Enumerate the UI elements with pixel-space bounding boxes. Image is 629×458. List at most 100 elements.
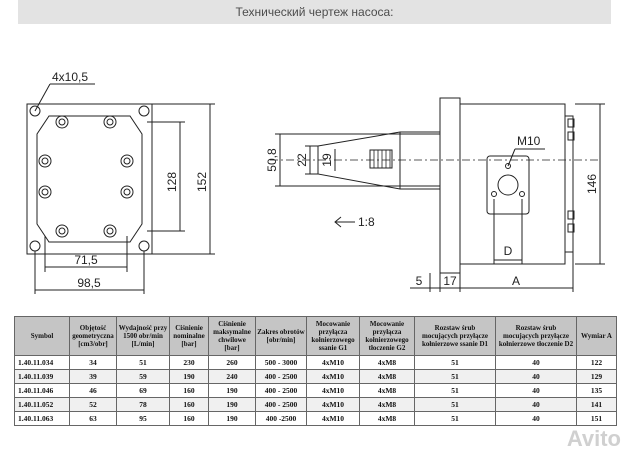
cell: 40	[495, 355, 577, 370]
cell: 400 - 2500	[255, 397, 307, 412]
cell: 400 - 2500	[255, 383, 307, 398]
cell: 40	[495, 411, 577, 426]
cell: 190	[208, 383, 256, 398]
face-bolts	[38, 115, 134, 238]
cell: 40	[495, 369, 577, 384]
table-header-row: Symbol Objętość geometryczna [cm3/obr] W…	[14, 316, 617, 356]
col-header: Wymiar A	[576, 316, 617, 356]
port-plate	[486, 155, 530, 215]
cell: 151	[576, 411, 617, 426]
cell: 69	[116, 383, 170, 398]
avito-watermark: Avito	[566, 426, 621, 451]
dim-19-label: 19	[320, 153, 334, 167]
cell: 40	[495, 383, 577, 398]
dim-d-label: D	[504, 244, 513, 258]
cell: 51	[414, 383, 496, 398]
col-header: Ciśnienie nominalne [bar]	[169, 316, 209, 356]
cell: 190	[208, 411, 256, 426]
cell: 190	[169, 369, 209, 384]
cell: 260	[208, 355, 256, 370]
cell: 190	[208, 397, 256, 412]
header-bar: Технический чертеж насоса:	[18, 0, 611, 24]
table-row: 1.40.11.034 34 51 230 260 500 - 3000 4xM…	[14, 355, 617, 370]
cell: 1.40.11.046	[14, 383, 70, 398]
cell: 160	[169, 397, 209, 412]
cell: 63	[69, 411, 117, 426]
cell: 500 - 3000	[255, 355, 307, 370]
cell: 4xM10	[306, 383, 360, 398]
drawing-svg: 4x10,5 128 152 71,5 98,5 50,8 22 19 1:8 …	[26, 70, 605, 294]
holes-label: 4x10,5	[52, 70, 88, 84]
col-header: Objętość geometryczna [cm3/obr]	[69, 316, 117, 356]
thread-label: M10	[517, 134, 541, 148]
table-row: 1.40.11.046 46 69 160 190 400 - 2500 4xM…	[14, 383, 617, 398]
cell: 240	[208, 369, 256, 384]
cell: 230	[169, 355, 209, 370]
dim-146-label: 146	[585, 174, 599, 194]
shaft-key	[369, 149, 393, 169]
cell: 4xM8	[359, 411, 415, 426]
flange-side	[439, 97, 461, 274]
cell: 51	[414, 411, 496, 426]
cell: 4xM8	[359, 369, 415, 384]
cell: 51	[414, 355, 496, 370]
spec-table: Symbol Objętość geometryczna [cm3/obr] W…	[14, 316, 617, 426]
technical-drawing: 4x10,5 128 152 71,5 98,5 50,8 22 19 1:8 …	[0, 24, 629, 318]
cell: 4xM10	[306, 369, 360, 384]
col-header: Rozstaw śrub mocujących przyłącze kołnie…	[495, 316, 577, 356]
port-opening	[497, 174, 519, 196]
cell: 52	[69, 397, 117, 412]
cell: 1.40.11.039	[14, 369, 70, 384]
table-row: 1.40.11.039 39 59 190 240 400 - 2500 4xM…	[14, 369, 617, 384]
cell: 59	[116, 369, 170, 384]
col-header: Symbol	[14, 316, 70, 356]
cell: 34	[69, 355, 117, 370]
dim-152-label: 152	[195, 172, 209, 192]
col-header: Mocowanie przyłącza kołnierzowego ssanie…	[306, 316, 360, 356]
cell: 40	[495, 397, 577, 412]
cell: 4xM8	[359, 397, 415, 412]
col-header: Ciśnienie maksymalne chwilowe [bar]	[208, 316, 256, 356]
cell: 95	[116, 411, 170, 426]
table-row: 1.40.11.052 52 78 160 190 400 - 2500 4xM…	[14, 397, 617, 412]
cell: 135	[576, 383, 617, 398]
col-header: Wydajność przy 1500 obr/min [L/min]	[116, 316, 170, 356]
dim-50-8-label: 50,8	[265, 148, 279, 172]
cell: 122	[576, 355, 617, 370]
cell: 1.40.11.063	[14, 411, 70, 426]
cell: 51	[116, 355, 170, 370]
cell: 400 - 2500	[255, 369, 307, 384]
cell: 160	[169, 383, 209, 398]
cell: 78	[116, 397, 170, 412]
cell: 4xM10	[306, 355, 360, 370]
dim-17-label: 17	[443, 274, 457, 288]
col-header: Zakres obrotów [obr/min]	[255, 316, 307, 356]
page-title: Технический чертеж насоса:	[235, 5, 394, 19]
cell: 51	[414, 397, 496, 412]
pump-cover	[564, 115, 574, 253]
flange-face	[36, 115, 143, 243]
cell: 1.40.11.052	[14, 397, 70, 412]
dim-a-label: A	[512, 274, 520, 288]
dim-5-label: 5	[416, 274, 423, 288]
cell: 39	[69, 369, 117, 384]
cover-bolts	[567, 118, 575, 233]
cell: 4xM10	[306, 411, 360, 426]
flange-bolt-holes	[29, 105, 150, 252]
col-header: Rozstaw śrub mocujących przyłącze kołnie…	[414, 316, 496, 356]
cell: 46	[69, 383, 117, 398]
cell: 51	[414, 369, 496, 384]
cell: 160	[169, 411, 209, 426]
cell: 4xM10	[306, 397, 360, 412]
col-header: Mocowanie przyłącza kołnierzowego tłocze…	[359, 316, 415, 356]
cell: 1.40.11.034	[14, 355, 70, 370]
cell: 4xM8	[359, 355, 415, 370]
shaft-key-hatch	[373, 150, 391, 168]
port-screws	[491, 163, 525, 197]
flange-outline	[26, 103, 153, 255]
cell: 141	[576, 397, 617, 412]
cell: 4xM8	[359, 383, 415, 398]
table-row: 1.40.11.063 63 95 160 190 400 -2500 4xM1…	[14, 411, 617, 426]
cell: 400 -2500	[255, 411, 307, 426]
cell: 129	[576, 369, 617, 384]
